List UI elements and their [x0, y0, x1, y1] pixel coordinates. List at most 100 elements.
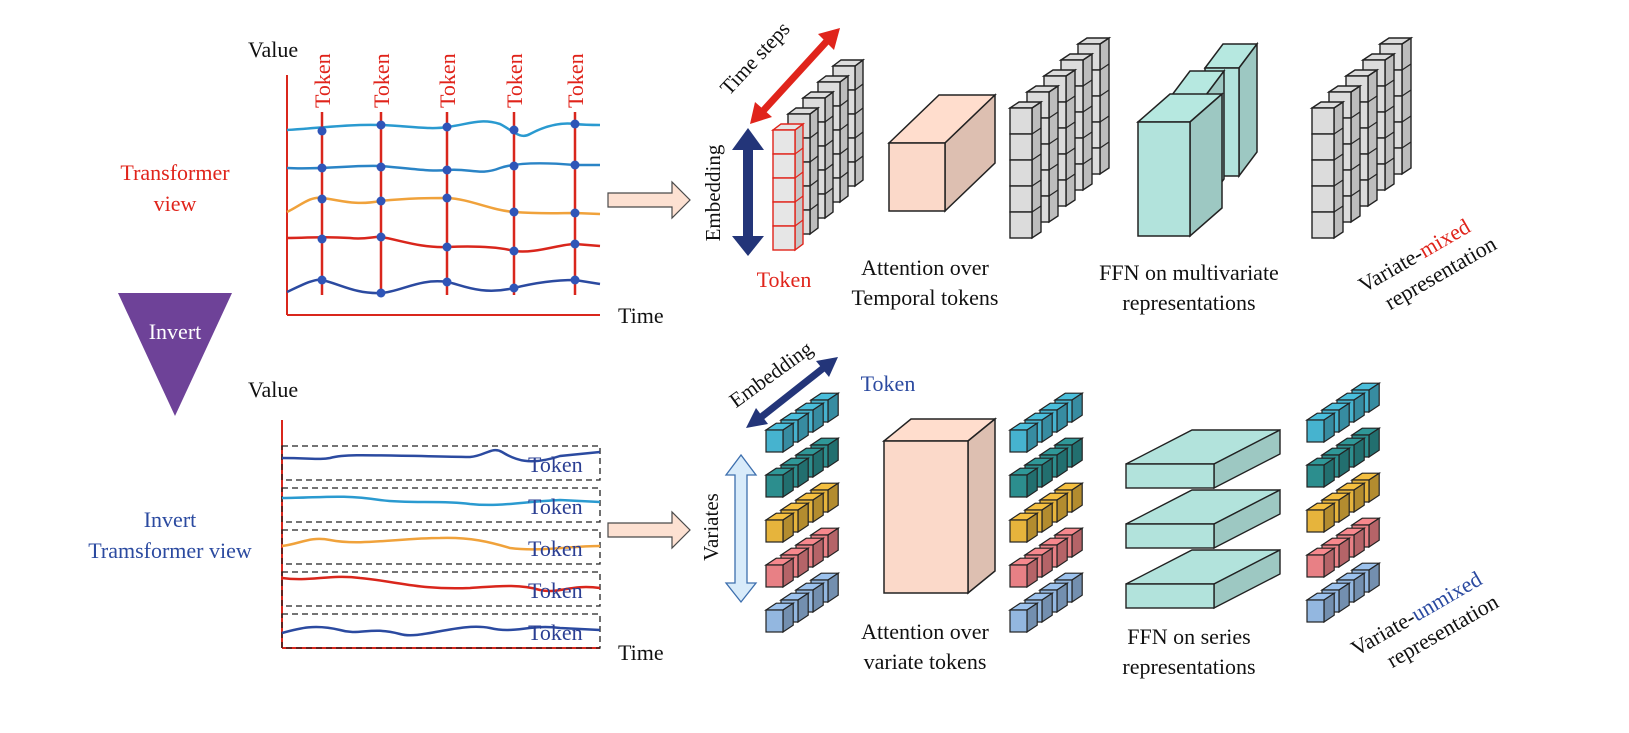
token-dot — [317, 234, 327, 244]
bottom-token-label: Token — [528, 620, 583, 645]
cell-edge — [794, 123, 804, 131]
top-representation-label: Variate-mixed representation — [1354, 214, 1501, 315]
variate-cube-row — [764, 482, 841, 544]
cell-edge — [824, 139, 834, 147]
cell-edge — [1401, 63, 1412, 71]
cube-front — [1009, 519, 1028, 543]
token-column — [1007, 100, 1044, 240]
column-side — [1350, 84, 1361, 224]
top-output-token-stack — [1309, 36, 1414, 240]
variates-label: Variates — [699, 493, 723, 561]
variate-cube-row — [764, 392, 841, 454]
cell-edge — [1333, 179, 1344, 187]
token-dot — [376, 288, 386, 298]
column-side — [1099, 36, 1110, 176]
cell-edge — [839, 147, 849, 155]
token-row-frame — [281, 571, 601, 607]
token-dot — [509, 283, 519, 293]
token-cell — [772, 153, 796, 179]
cell-edge — [1350, 137, 1361, 145]
top-ffn-label-line2: representations — [1122, 290, 1255, 315]
cell-edge — [794, 195, 804, 203]
token-dot — [509, 161, 519, 171]
bottom-input-variate-stack — [764, 392, 841, 634]
column-side — [1401, 36, 1412, 176]
cell-edge — [1384, 131, 1395, 139]
cell-edge — [1401, 89, 1412, 97]
cell-edge — [854, 83, 864, 91]
cell-edge — [1082, 79, 1093, 87]
token-dot — [509, 207, 519, 217]
cell-edge — [1031, 153, 1042, 161]
cell-edge — [809, 179, 819, 187]
cell-edge — [1367, 69, 1378, 77]
cell-edge — [1065, 69, 1076, 77]
bottom-attention-label-line2: variate tokens — [864, 649, 987, 674]
cube-front — [1009, 474, 1028, 498]
token-dot — [509, 246, 519, 256]
top-token-label: Token — [563, 53, 588, 108]
bottom-embedding-arrow-icon — [746, 357, 838, 428]
bottom-token-blue-label: Token — [861, 371, 916, 396]
bottom-time-axis-label: Time — [618, 640, 664, 665]
token-cell — [1009, 107, 1033, 135]
transformer-view-label-line1: Transformer — [120, 160, 230, 185]
token-dot — [376, 232, 386, 242]
variate-cube-row — [764, 437, 841, 499]
top-attention-block — [887, 93, 997, 213]
top-value-axis-label: Value — [248, 37, 298, 62]
top-middle-token-stack — [1007, 36, 1112, 240]
token-row-frame — [281, 613, 601, 649]
cell-edge — [854, 107, 864, 115]
top-token-label: Token — [369, 53, 394, 108]
cell-edge — [1082, 131, 1093, 139]
cell-edge — [854, 131, 864, 139]
variate-cube-row — [764, 572, 841, 634]
cell-edge — [824, 187, 834, 195]
token-dot — [317, 275, 327, 285]
time-steps-arrow-icon — [750, 28, 840, 124]
box-side-face — [967, 417, 996, 595]
inverted-view-label-line2: Tramsformer view — [88, 538, 252, 563]
cell-edge — [1384, 53, 1395, 61]
token-dot — [442, 193, 452, 203]
token-column — [770, 122, 806, 252]
cube-front — [765, 564, 784, 588]
transformer-view-label-line2: view — [154, 191, 197, 216]
top-token-label: Token — [435, 53, 460, 108]
column-side — [1082, 52, 1093, 192]
variate-cube-row — [1008, 437, 1085, 499]
variate-token-row: Token — [281, 445, 601, 481]
cell-edge — [824, 163, 834, 171]
token-row-frame — [281, 445, 601, 481]
variate-cube-row — [1305, 382, 1382, 444]
token-dot — [570, 208, 580, 218]
cell-edge — [794, 171, 804, 179]
variate-cube-row — [1305, 562, 1382, 624]
variate-series-line — [281, 495, 601, 507]
cell-edge — [1099, 141, 1110, 149]
cell-edge — [1367, 147, 1378, 155]
token-dot — [376, 120, 386, 130]
cell-edge — [1333, 205, 1344, 213]
cell-edge — [1031, 127, 1042, 135]
cube-front — [1306, 554, 1325, 578]
variate-token-row: Token — [281, 571, 601, 607]
cell-edge — [824, 91, 834, 99]
token-cell — [772, 177, 796, 203]
variate-cube-row — [1008, 482, 1085, 544]
column-side — [1031, 100, 1042, 240]
column-side — [1065, 68, 1076, 208]
token-dot — [570, 119, 580, 129]
cell-edge — [794, 219, 804, 227]
cell-edge — [1099, 115, 1110, 123]
variate-cube-row — [764, 527, 841, 589]
column-side — [839, 74, 849, 204]
token-cell — [1311, 211, 1335, 239]
top-attention-box — [887, 93, 997, 213]
cell-edge — [1065, 147, 1076, 155]
